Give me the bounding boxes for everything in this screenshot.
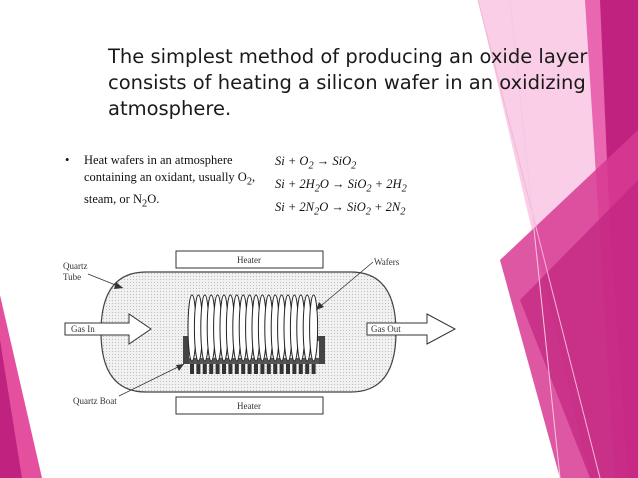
wafer	[309, 294, 319, 362]
boat-slot	[298, 364, 303, 374]
gas-out-label: Gas Out	[371, 324, 401, 334]
boat-slot	[254, 364, 258, 374]
quartz-boat-right-end	[319, 336, 325, 364]
quartz-boat-slots	[190, 364, 316, 374]
boat-slot	[273, 364, 278, 374]
boat-slot	[247, 364, 252, 374]
boat-slot	[202, 364, 207, 374]
quartz-boat-pointer-head	[176, 364, 184, 371]
boat-slot	[266, 364, 271, 374]
quartz-boat-pointer	[118, 363, 185, 397]
wafers-pointer	[315, 261, 374, 311]
quartz-tube-label-2: Tube	[63, 272, 81, 282]
heater-top-label: Heater	[237, 255, 261, 265]
quartz-boat-left-end	[183, 336, 189, 364]
boat-slot	[222, 364, 226, 374]
quartz-boat-label: Quartz Boat	[73, 396, 117, 406]
boat-slot	[241, 364, 246, 374]
oxidation-figure: • Heat wafers in an atmosphere containin…	[51, 140, 479, 422]
quartz-boat-base	[183, 358, 325, 364]
boat-slot	[215, 364, 220, 374]
boat-slot	[279, 364, 284, 374]
boat-slot	[196, 364, 201, 374]
boat-slot	[234, 364, 239, 374]
facet-line	[477, 0, 601, 478]
facet-line-2	[509, 0, 561, 478]
quartz-tube-pointer-head	[114, 282, 123, 289]
heater-bottom-label: Heater	[237, 401, 261, 411]
boat-slot	[209, 364, 214, 374]
equation-nitrous-oxidation: Si + 2N2O → SiO2 + 2N2	[275, 200, 406, 218]
bullet-text: Heat wafers in an atmosphere containing …	[84, 153, 256, 209]
left-corner-dark-facet	[0, 340, 22, 478]
boat-slot	[228, 364, 233, 374]
reaction-equations: Si + O2 → SiO2 Si + 2H2O → SiO2 + 2H2 Si…	[275, 152, 475, 221]
boat-slot	[190, 364, 194, 374]
wafer-stack	[187, 294, 319, 362]
boat-slot	[292, 364, 297, 374]
furnace-diagram: Heater Heater Gas In Gas Out Quartz Tube…	[63, 250, 457, 415]
wafers-label: Wafers	[374, 257, 400, 267]
gas-out-arrow	[366, 313, 457, 345]
boat-slot	[305, 364, 310, 374]
gas-in-label: Gas In	[71, 324, 95, 334]
slide-title: The simplest method of producing an oxid…	[108, 45, 588, 120]
boat-slot	[260, 364, 265, 374]
boat-slot	[311, 364, 316, 374]
bullet-marker: •	[65, 153, 70, 167]
heater-bottom	[175, 396, 324, 415]
gas-in-arrow	[64, 313, 152, 345]
quartz-tube-label-1: Quartz	[63, 261, 88, 271]
equation-steam-oxidation: Si + 2H2O → SiO2 + 2H2	[275, 177, 407, 195]
equation-dry-oxidation: Si + O2 → SiO2	[275, 154, 357, 172]
wafers-pointer-head	[316, 302, 324, 310]
right-lower-facet	[520, 180, 638, 478]
heater-top	[175, 250, 324, 269]
boat-slot	[286, 364, 290, 374]
